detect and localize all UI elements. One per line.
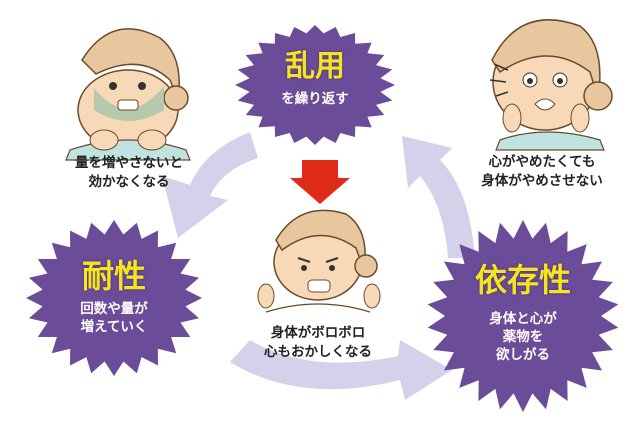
cycle-arrow-right xyxy=(402,136,475,258)
caption-center-line-2: 心もおかしくなる xyxy=(264,344,372,360)
caption-top-right-line-1: 心がやめたくても xyxy=(488,154,596,170)
cycle-arrows xyxy=(162,132,475,400)
caption-top-left-line-2: 効かなくなる xyxy=(88,174,170,190)
badge-abuse-burst xyxy=(235,25,395,145)
anxious-woman-figure xyxy=(65,28,191,161)
cycle-arrow-bottom xyxy=(230,340,452,400)
badge-abuse-subtitle: を繰り返す xyxy=(281,91,349,107)
badge-dependence-line-1: 身体と心が xyxy=(489,311,557,327)
badge-dependence-line-2: 薬物を xyxy=(502,329,544,345)
badge-dependence-line-3: 欲しがる xyxy=(496,347,550,363)
badge-tolerance-line-2: 増えていく xyxy=(80,319,148,335)
badge-tolerance-title: 耐性 xyxy=(81,257,146,295)
caption-center-line-1: 身体がボロボロ xyxy=(270,325,366,341)
crying-woman-figure xyxy=(489,19,613,151)
caption-top-right-line-2: 身体がやめさせない xyxy=(481,173,603,189)
badge-dependence-title: 依存性 xyxy=(474,261,571,299)
caption-top-left-line-1: 量を増やさないと xyxy=(75,155,183,171)
down-arrow xyxy=(290,160,350,204)
badge-abuse-title: 乱用 xyxy=(285,49,345,84)
badge-dependence-burst xyxy=(427,220,619,412)
cycle-arrow-top-left xyxy=(162,132,258,238)
badge-tolerance-line-1: 回数や量が xyxy=(80,301,148,317)
distressed-woman-figure xyxy=(257,209,381,313)
badge-tolerance-burst xyxy=(26,220,202,376)
